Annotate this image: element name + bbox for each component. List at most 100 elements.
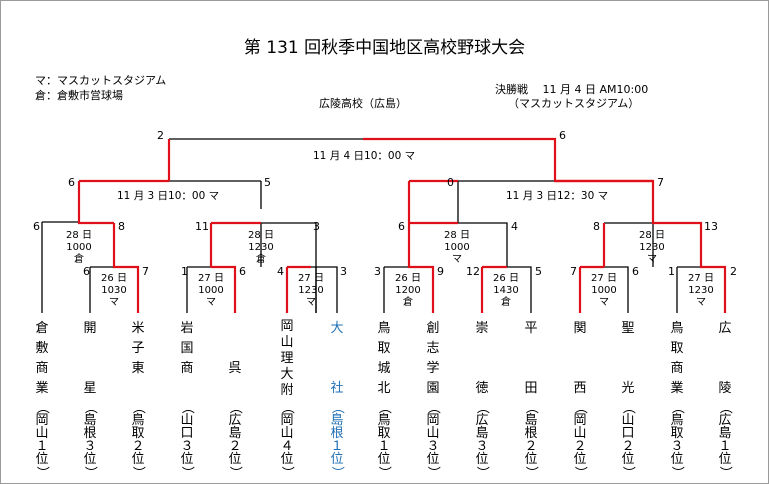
- qf4-match-info: 28 日 1230 マ: [634, 230, 670, 266]
- r1b-date: 27 日: [198, 273, 224, 284]
- r1e-right-line: [507, 266, 532, 313]
- r1e-score-left: 12: [466, 265, 480, 278]
- r1a-date: 26 日: [101, 273, 127, 284]
- r1c-venue: マ: [306, 297, 316, 308]
- team-name: 創志学園: [426, 321, 440, 396]
- r1c-score-right: 3: [340, 265, 347, 278]
- qf1-winner-path: [112, 223, 140, 313]
- r1d-time: 1200: [395, 285, 421, 296]
- sf1-score-right: 5: [264, 176, 271, 189]
- r1g-date: 27 日: [688, 273, 714, 284]
- r1b-match-info: 27 日 1000 マ: [193, 273, 229, 309]
- r1f-time: 1000: [591, 285, 617, 296]
- r1g-score-right: 2: [730, 265, 737, 278]
- qf3-score-right: 4: [511, 220, 518, 233]
- r1a-match-info: 26 日 1030 マ: [96, 273, 132, 309]
- sf1-winner-path: [77, 139, 171, 225]
- final-venue-label: （マスカットスタジアム）: [508, 97, 640, 110]
- team-name: 大社: [330, 321, 344, 396]
- team-name: 鳥取城北: [377, 321, 391, 396]
- r1a-time: 1030: [101, 285, 127, 296]
- r1e-match-info: 26 日 1430 倉: [488, 273, 524, 309]
- qf1-venue: 倉: [74, 254, 84, 265]
- qf1-score-right: 8: [118, 220, 125, 233]
- r1a-score-left: 6: [83, 265, 90, 278]
- qf2-date: 28 日: [248, 230, 274, 241]
- qf2-time: 1230: [248, 242, 274, 253]
- r1f-match-info: 27 日 1000 マ: [586, 273, 622, 309]
- qf2-score-right: 3: [313, 220, 320, 233]
- r1e-winner-path: [480, 265, 507, 313]
- team-name: 鳥取商業: [670, 321, 684, 396]
- qf4-date: 28 日: [639, 230, 665, 241]
- sf2-score-left: 0: [447, 176, 454, 189]
- qf1-match-info: 28 日 1000 倉: [61, 230, 97, 266]
- r1d-left-line: [383, 266, 409, 313]
- qf4-winner-path: [578, 223, 606, 313]
- r1b-score-left: 1: [181, 265, 188, 278]
- qf1-left-line: [41, 221, 79, 313]
- r1a-venue: マ: [109, 297, 119, 308]
- legend-venue-2: 倉：倉敷市営球場: [35, 89, 123, 102]
- r1b-time: 1000: [198, 285, 224, 296]
- team-name: 開星: [83, 321, 97, 396]
- qf3-venue: マ: [452, 254, 462, 265]
- r1d-match-info: 26 日 1200 倉: [390, 273, 426, 309]
- r1c-date: 27 日: [298, 273, 324, 284]
- qf4-score-right: 13: [704, 220, 718, 233]
- page-title: 第 131 回秋季中国地区高校野球大会: [243, 38, 526, 58]
- r1g-left-line: [676, 266, 701, 313]
- r1d-venue: 倉: [403, 297, 413, 308]
- qf3-right-line: [458, 222, 508, 267]
- final-match-info: 11 月 4 日10：00 マ: [313, 150, 416, 162]
- sf1-match-info: 11 月 3 日10：00 マ: [117, 190, 220, 202]
- team-name: 倉敷商業: [35, 321, 49, 396]
- r1f-score-right: 6: [632, 265, 639, 278]
- team-name: 広陵: [718, 321, 732, 396]
- team-name: 呉: [228, 361, 242, 376]
- team-name: 岡山理大附: [280, 319, 294, 398]
- r1g-time: 1230: [688, 285, 714, 296]
- qf1-date: 28 日: [66, 230, 92, 241]
- qf4-time: 1230: [639, 242, 665, 253]
- qf4-venue: マ: [647, 254, 657, 265]
- qf3-date: 28 日: [444, 230, 470, 241]
- sf2-left-line: [457, 180, 555, 223]
- final-score-left: 2: [157, 129, 164, 142]
- r1c-score-left: 4: [277, 265, 284, 278]
- legend-venue-1: マ：マスカットスタジアム: [35, 74, 167, 87]
- r1d-score-left: 3: [374, 265, 381, 278]
- r1f-date: 27 日: [591, 273, 617, 284]
- qf2-score-left: 11: [195, 220, 209, 233]
- r1c-winner-path: [285, 265, 311, 313]
- r1c-time: 1230: [298, 285, 324, 296]
- qf3-score-left: 6: [398, 220, 405, 233]
- r1a-left-line: [89, 266, 114, 313]
- qf3-winner-path: [407, 181, 458, 313]
- r1c-match-info: 27 日 1230 マ: [293, 273, 329, 309]
- qf3-time: 1000: [444, 242, 470, 253]
- r1b-score-right: 6: [239, 265, 246, 278]
- final-date-label: 決勝戦 11 月 4 日 AM10:00: [495, 83, 649, 96]
- team-name: 米子東: [131, 321, 145, 376]
- r1f-right-line: [604, 266, 629, 313]
- r1e-time: 1430: [493, 285, 519, 296]
- qf1-time: 1000: [66, 242, 92, 253]
- r1e-venue: 倉: [501, 297, 511, 308]
- r1e-score-right: 5: [535, 265, 542, 278]
- r1g-venue: マ: [696, 297, 706, 308]
- qf3-match-info: 28 日 1000 マ: [439, 230, 475, 266]
- r1d-date: 26 日: [395, 273, 421, 284]
- team-name: 崇徳: [475, 321, 489, 396]
